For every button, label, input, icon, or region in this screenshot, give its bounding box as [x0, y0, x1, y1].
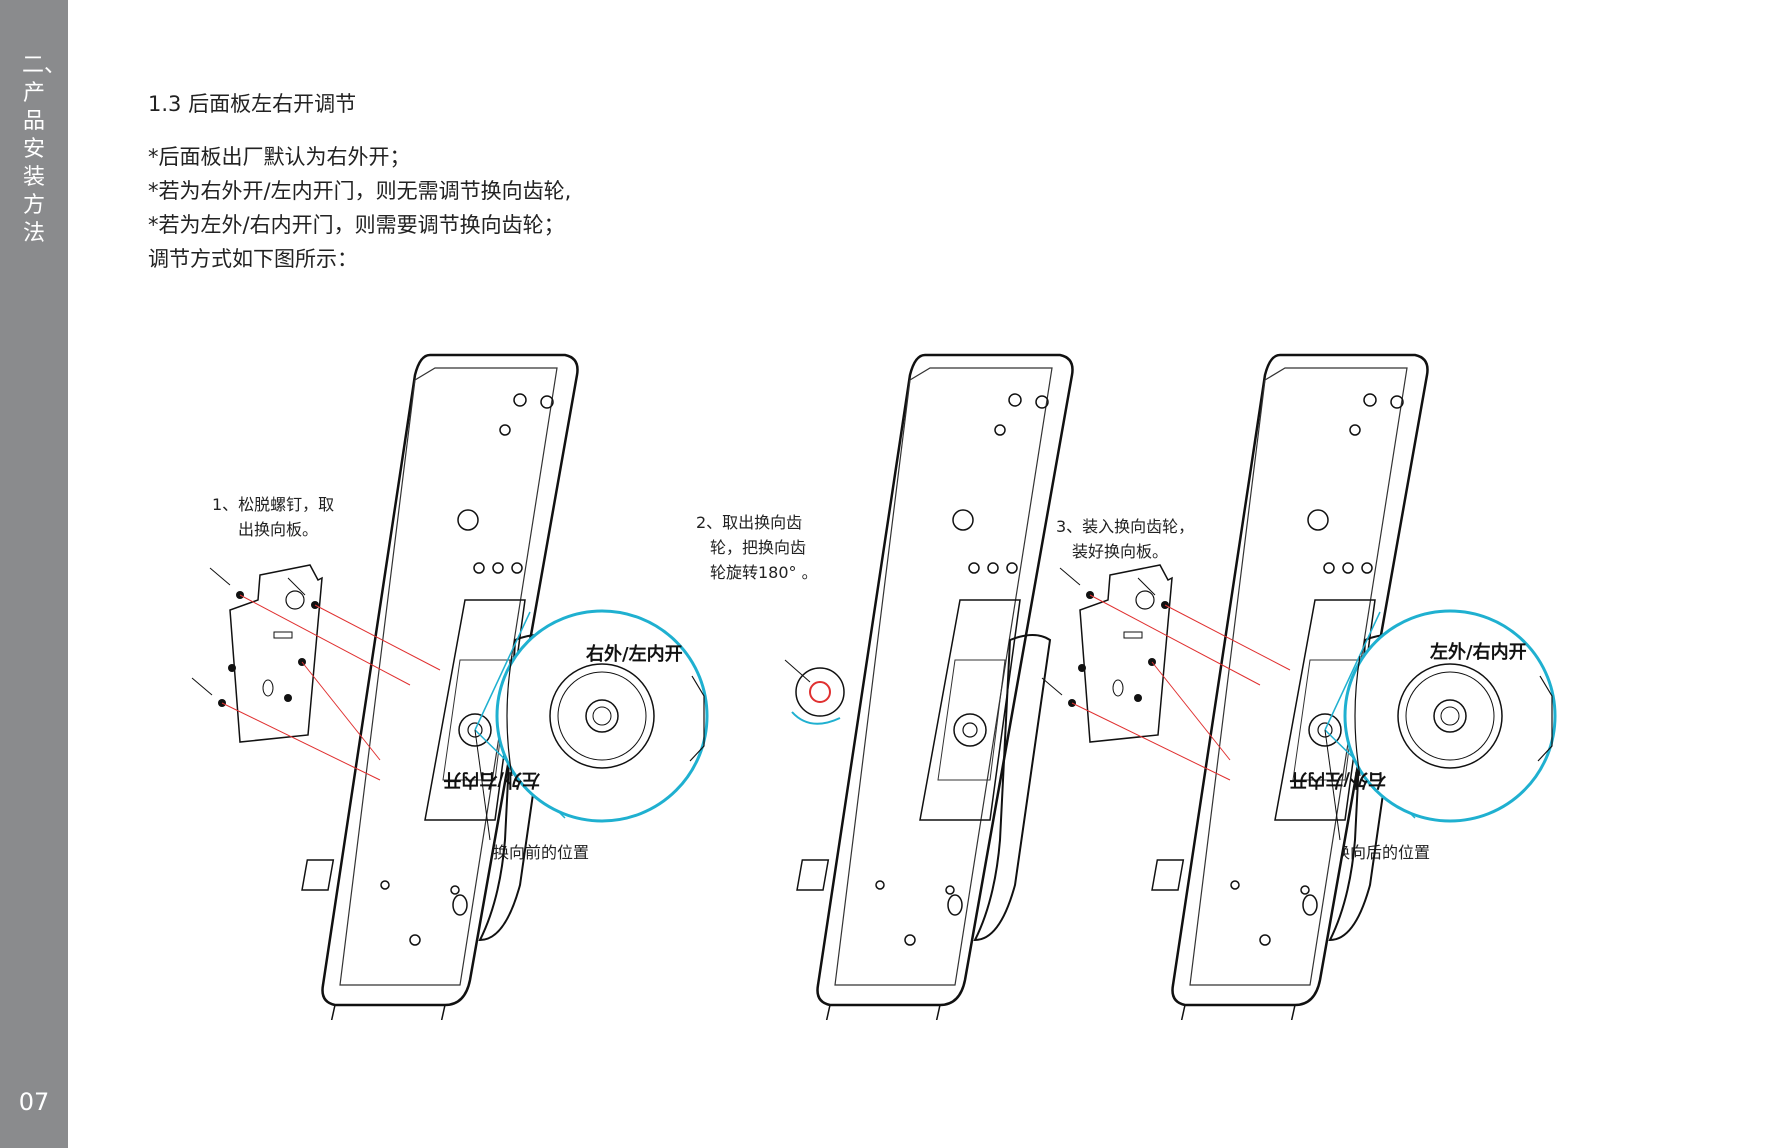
after-position-label: 换向后的位置 — [1334, 843, 1431, 862]
step-1-callout: 1、松脱螺钉，取 出换向板。 — [212, 492, 334, 542]
step-line: 装好换向板。 — [1072, 542, 1169, 561]
step-line: 轮旋转180° 。 — [710, 563, 818, 582]
lock-panel-illustration: 右外/左内开 左外/右内开 左外/右内开 右外/左内开 — [191, 353, 1557, 1020]
section-title: 二、产品安装方法 — [22, 53, 67, 246]
instruction-text: *后面板出厂默认为右外开； *若为右外开/左内开门，则无需调节换向齿轮, *若为… — [148, 140, 571, 276]
instruction-line: 调节方式如下图所示： — [148, 247, 358, 271]
gear-label-after-bottom: 右外/左内开 — [1289, 769, 1386, 791]
gear-label-after-top: 左外/右内开 — [1430, 641, 1527, 663]
step-line: 出换向板。 — [238, 520, 319, 539]
instruction-line: *若为左外/右内开门，则需要调节换向齿轮； — [148, 213, 565, 237]
step-line: 1、松脱螺钉，取 — [212, 495, 335, 514]
sidebar: 二、产品安装方法 07 — [0, 0, 68, 1148]
gear-label-before-bottom: 左外/右内开 — [443, 769, 540, 791]
gear-label-before-top: 右外/左内开 — [586, 643, 683, 665]
instruction-line: *若为右外开/左内开门，则无需调节换向齿轮, — [148, 179, 572, 203]
page-number: 07 — [18, 1088, 50, 1116]
step-line: 轮，把换向齿 — [710, 538, 807, 557]
instruction-line: *后面板出厂默认为右外开； — [148, 145, 411, 169]
step-3-callout: 3、装入换向齿轮， 装好换向板。 — [1056, 514, 1194, 564]
before-position-label: 换向前的位置 — [493, 843, 590, 862]
step-line: 3、装入换向齿轮， — [1056, 517, 1195, 536]
step-2-callout: 2、取出换向齿 轮，把换向齿 轮旋转180° 。 — [696, 510, 818, 585]
step-line: 2、取出换向齿 — [696, 513, 803, 532]
section-heading: 1.3 后面板左右开调节 — [148, 92, 357, 116]
